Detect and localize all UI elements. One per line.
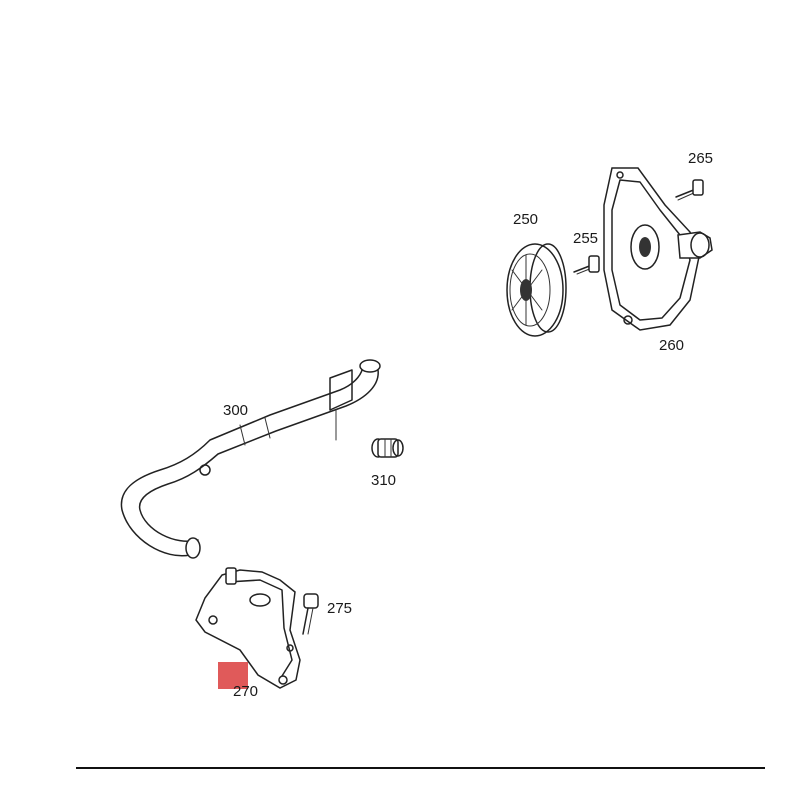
fitting-310 bbox=[371, 438, 404, 458]
bottom-rule bbox=[76, 767, 765, 769]
callout-275: 275 bbox=[327, 600, 353, 617]
callout-250: 250 bbox=[513, 211, 539, 228]
callout-265: 265 bbox=[688, 150, 714, 167]
hose-300 bbox=[120, 359, 381, 559]
callout-300: 300 bbox=[223, 402, 249, 419]
callout-270: 270 bbox=[233, 683, 259, 700]
callout-260: 260 bbox=[659, 337, 685, 354]
callout-255: 255 bbox=[573, 230, 599, 247]
bolt-255 bbox=[573, 255, 600, 275]
pulley-250 bbox=[506, 243, 567, 337]
bolt-265 bbox=[675, 179, 704, 201]
highlight-marker bbox=[218, 662, 248, 689]
housing-260 bbox=[603, 167, 713, 331]
bolt-275 bbox=[302, 593, 319, 635]
bracket-270 bbox=[195, 567, 301, 689]
callout-310: 310 bbox=[371, 472, 397, 489]
